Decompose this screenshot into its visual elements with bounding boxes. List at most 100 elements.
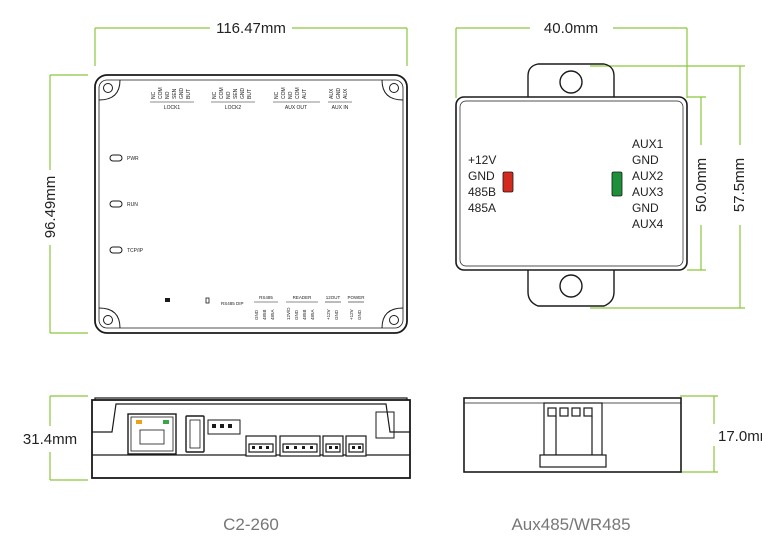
connector-pins xyxy=(252,446,361,449)
pin-label: GND xyxy=(357,309,362,320)
terminal-group-label: AUX OUT xyxy=(285,105,307,111)
dip-switch-inner xyxy=(189,419,201,449)
pin-label: GND xyxy=(336,88,342,100)
pin-label: GND xyxy=(632,153,659,167)
pin-label: 12V/D xyxy=(286,307,291,320)
aux-left-pin-labels: +12V GND 485B 485A xyxy=(468,153,496,215)
pin-label: +12V xyxy=(468,153,496,167)
pin-label: SEN xyxy=(233,88,239,99)
led-tcpip: TCP/IP xyxy=(109,246,144,254)
led-pwr: PWR xyxy=(109,154,139,162)
terminal-aux-in: AUX GND AUX AUX IN xyxy=(328,88,352,111)
aux-front-view: 17.0mm xyxy=(463,395,762,473)
pin-label: +12V xyxy=(349,309,354,320)
pin-label: NC xyxy=(151,91,157,99)
aux-total-height-dimension xyxy=(590,65,745,309)
led-label: TCP/IP xyxy=(127,248,144,254)
rj45-port xyxy=(127,413,177,455)
group-label: READER xyxy=(293,295,313,300)
led-label: RUN xyxy=(127,202,138,208)
aux-depth-label: 17.0mm xyxy=(718,428,762,445)
dip-mark xyxy=(205,297,210,304)
pin-label: GND xyxy=(294,309,299,320)
rs485-header xyxy=(207,419,241,435)
aux-width-label: 40.0mm xyxy=(544,20,598,37)
pin-label: AUX xyxy=(329,88,335,99)
c2-case-outline xyxy=(94,74,408,334)
c2-width-dimension xyxy=(94,27,408,66)
pin-label: GND xyxy=(632,201,659,215)
pin-label: 485B xyxy=(302,309,307,320)
bottom-group-12out: 12OUT +12V GND xyxy=(325,295,341,320)
c2-case-inner xyxy=(98,79,404,329)
aux-red-led xyxy=(502,171,514,193)
aux-right-pin-labels: AUX1 GND AUX2 AUX3 GND AUX4 xyxy=(632,137,664,231)
terminal-group-label: LOCK1 xyxy=(164,105,181,111)
pin-label: AUX xyxy=(343,88,349,99)
aux-depth-dimension xyxy=(680,395,718,473)
aux-top-view: 40.0mm 50.0mm 57.5mm +12V GND xyxy=(455,20,748,309)
group-label: RS485 xyxy=(259,295,273,300)
pin-label: BUT xyxy=(186,89,192,99)
c2-depth-dimension xyxy=(49,395,88,481)
pin-label: AUX2 xyxy=(632,169,664,183)
pin-label: +12V xyxy=(326,309,331,320)
c2-front-bevel-top xyxy=(92,403,410,433)
c2-depth-label: 31.4mm xyxy=(23,431,77,448)
bottom-group-rs485: RS485 GND 485B 485A xyxy=(254,295,278,320)
pin-label: 485B xyxy=(468,185,496,199)
group-label: POWER xyxy=(347,295,365,300)
pin-label: GND xyxy=(468,169,495,183)
pin-label: NO xyxy=(165,91,171,99)
pin-label: BUT xyxy=(247,89,253,99)
c2-width-label: 116.47mm xyxy=(216,20,286,37)
terminal-group-label: LOCK2 xyxy=(225,105,242,111)
c2-height-dimension xyxy=(49,74,88,334)
caption-aux: Aux485/WR485 xyxy=(511,515,630,534)
pin-label: 485A xyxy=(310,309,315,320)
aux-case-inner xyxy=(459,100,684,267)
caption-c2: C2-260 xyxy=(223,515,279,534)
pin-label: COM xyxy=(158,87,164,99)
aux-width-dimension xyxy=(455,27,688,98)
aux-green-led xyxy=(611,171,623,197)
aux-total-height-label: 57.5mm xyxy=(731,158,748,212)
c2-corner-mounts xyxy=(98,79,404,329)
ethernet-mark xyxy=(165,298,170,302)
pin-label: SEN xyxy=(172,88,178,99)
pin-label: GND xyxy=(179,88,185,100)
pin-label: AUX1 xyxy=(632,137,664,151)
dip-switch-port xyxy=(185,415,205,453)
aux-front-connector xyxy=(539,402,607,468)
pin-label: GND xyxy=(334,309,339,320)
pin-label: NO xyxy=(288,91,294,99)
pin-label: 485A xyxy=(270,309,275,320)
c2-top-view: 116.47mm 96.49mm NC COM NO xyxy=(42,20,408,334)
pin-label: AUX3 xyxy=(632,185,664,199)
front-clip xyxy=(375,411,395,439)
pin-label: NO xyxy=(226,91,232,99)
pin-label: 485B xyxy=(262,309,267,320)
terminal-lock1: NC COM NO SEN GND BUT LOCK1 xyxy=(150,87,194,111)
bottom-group-reader: READER 12V/D GND 485B 485A xyxy=(286,295,318,320)
pin-label: COM xyxy=(219,87,225,99)
aux-body-height-dimension xyxy=(687,96,706,271)
aux-body-height-label: 50.0mm xyxy=(693,158,710,212)
pin-label: COM xyxy=(281,87,287,99)
aux-mounting-tabs xyxy=(527,63,615,307)
terminal-group-label: AUX IN xyxy=(332,105,349,111)
c2-front-view: 31.4mm xyxy=(23,395,411,481)
pin-label: AUX4 xyxy=(632,217,664,231)
bottom-group-power: POWER +12V GND xyxy=(347,295,365,320)
c2-height-label: 96.49mm xyxy=(42,176,59,239)
c2-led-indicators: PWR RUN TCP/IP xyxy=(109,154,144,254)
terminal-aux-out: NC COM NO COM AUT AUX OUT xyxy=(273,87,320,111)
pin-label: GND xyxy=(254,309,259,320)
pin-label: NC xyxy=(274,91,280,99)
pin-label: GND xyxy=(240,88,246,100)
front-connectors xyxy=(245,435,367,457)
group-label: 12OUT xyxy=(326,295,341,300)
led-run: RUN xyxy=(109,200,138,208)
pin-label: AUT xyxy=(302,89,308,99)
